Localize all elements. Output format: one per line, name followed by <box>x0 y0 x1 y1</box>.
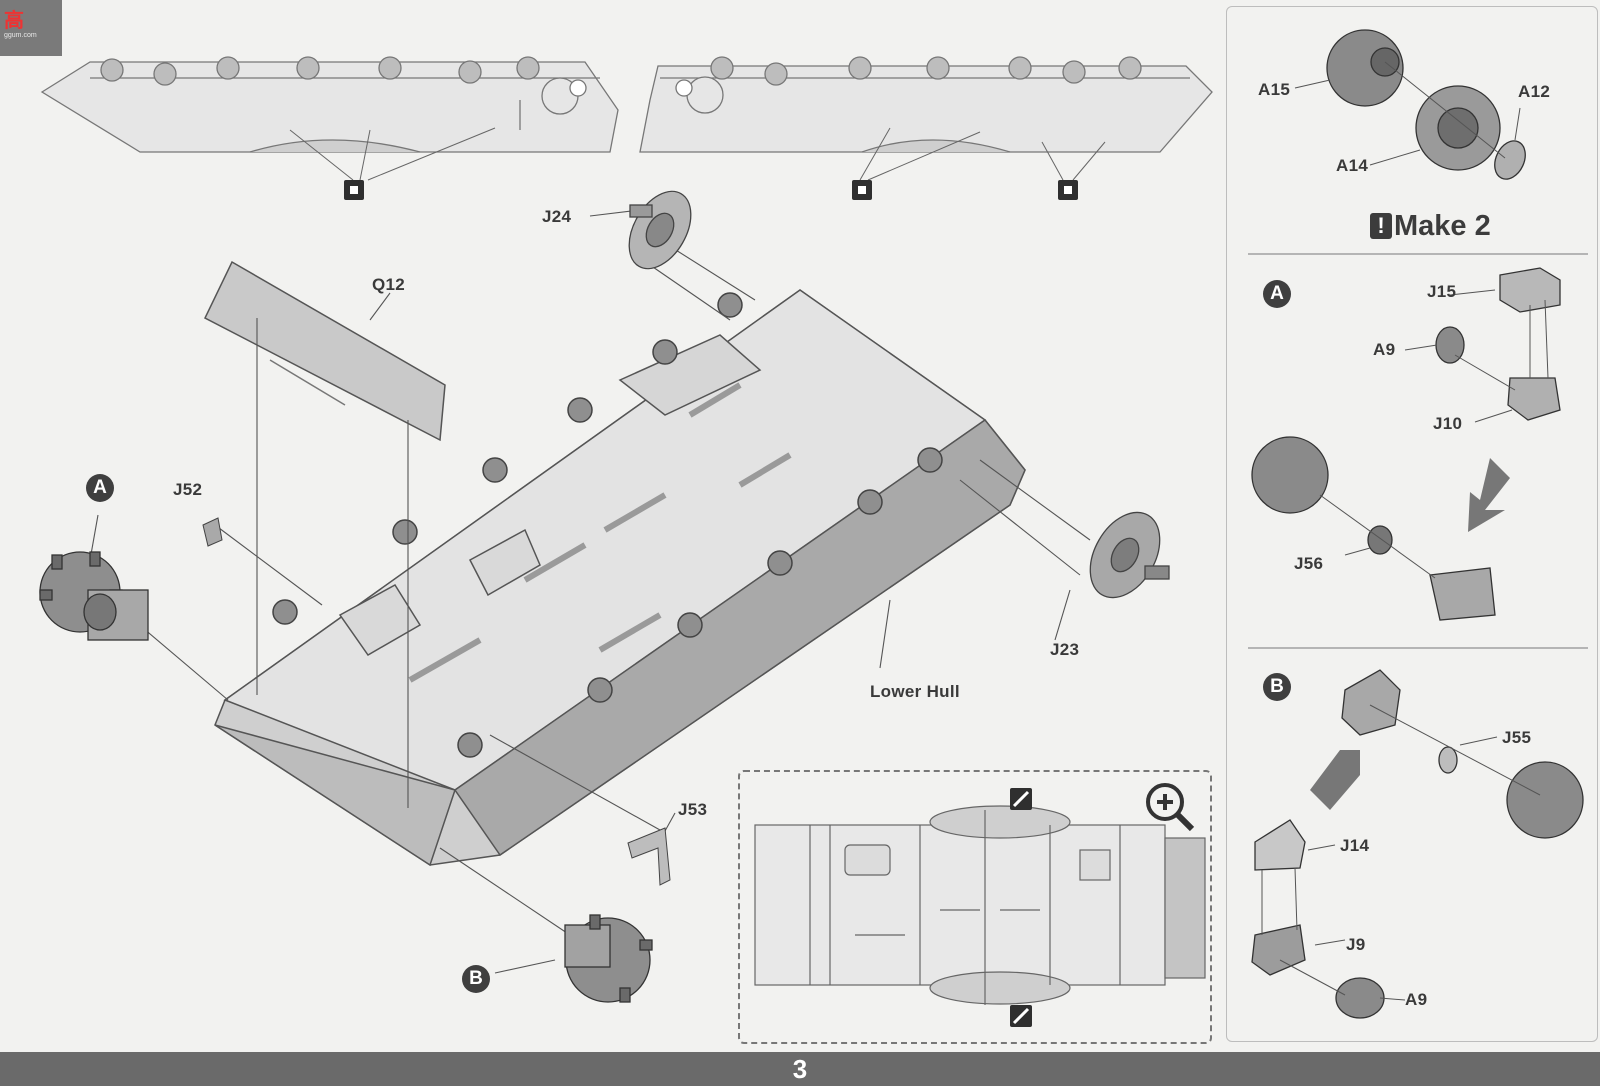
arrow-icon <box>1310 458 1510 810</box>
label-j14: J14 <box>1340 836 1370 855</box>
panel-divider <box>1248 253 1588 255</box>
sub-b-marker: B <box>1263 673 1291 701</box>
label-a15: A15 <box>1258 80 1291 99</box>
part-j23 <box>1089 511 1170 599</box>
label-lower-hull: Lower Hull <box>870 682 960 701</box>
side-view-left <box>40 56 619 153</box>
callout-b: B <box>462 965 490 993</box>
assembly-b <box>564 914 653 1003</box>
watermark-logo: 高 ggum.com <box>0 0 62 56</box>
label-j53: J53 <box>678 800 708 819</box>
part-j24 <box>628 190 692 270</box>
cut-knife-icon <box>1010 788 1032 1027</box>
panel-top-parts <box>1294 29 1526 180</box>
zoom-in-icon <box>1146 783 1195 832</box>
panel-divider <box>1248 647 1588 649</box>
label-j56: J56 <box>1294 554 1324 573</box>
label-j9: J9 <box>1346 935 1366 954</box>
page-footer-bar <box>0 1052 1600 1086</box>
sub-a-marker: A <box>1263 280 1291 308</box>
label-j10: J10 <box>1433 414 1463 433</box>
lower-hull <box>214 289 1026 867</box>
zoom-bottom-view <box>754 805 1206 1005</box>
panel-a-parts <box>1251 267 1561 621</box>
label-j24: J24 <box>542 207 572 226</box>
side-view-right <box>639 56 1213 153</box>
part-q12 <box>204 260 446 442</box>
callout-a: A <box>86 474 114 502</box>
label-j55: J55 <box>1502 728 1532 747</box>
label-j15: J15 <box>1427 282 1457 301</box>
label-q12: Q12 <box>372 275 406 294</box>
page-number: 3 <box>792 1054 808 1084</box>
label-a9-b: A9 <box>1405 990 1428 1009</box>
hole-marker-icon <box>344 180 1078 200</box>
panel-b-parts <box>1251 669 1584 1019</box>
subassembly-panel <box>1226 6 1598 1042</box>
label-a9: A9 <box>1373 340 1396 359</box>
label-j52: J52 <box>173 480 203 499</box>
warning-icon: ! <box>1370 213 1392 239</box>
part-j53 <box>627 827 671 886</box>
label-a14: A14 <box>1336 156 1369 175</box>
make-2-note: !Make 2 <box>1370 210 1491 243</box>
label-j23: J23 <box>1050 640 1080 659</box>
part-j52 <box>202 517 223 547</box>
zoom-detail-box <box>738 770 1212 1044</box>
label-a12: A12 <box>1518 82 1551 101</box>
assembly-a <box>39 551 149 641</box>
